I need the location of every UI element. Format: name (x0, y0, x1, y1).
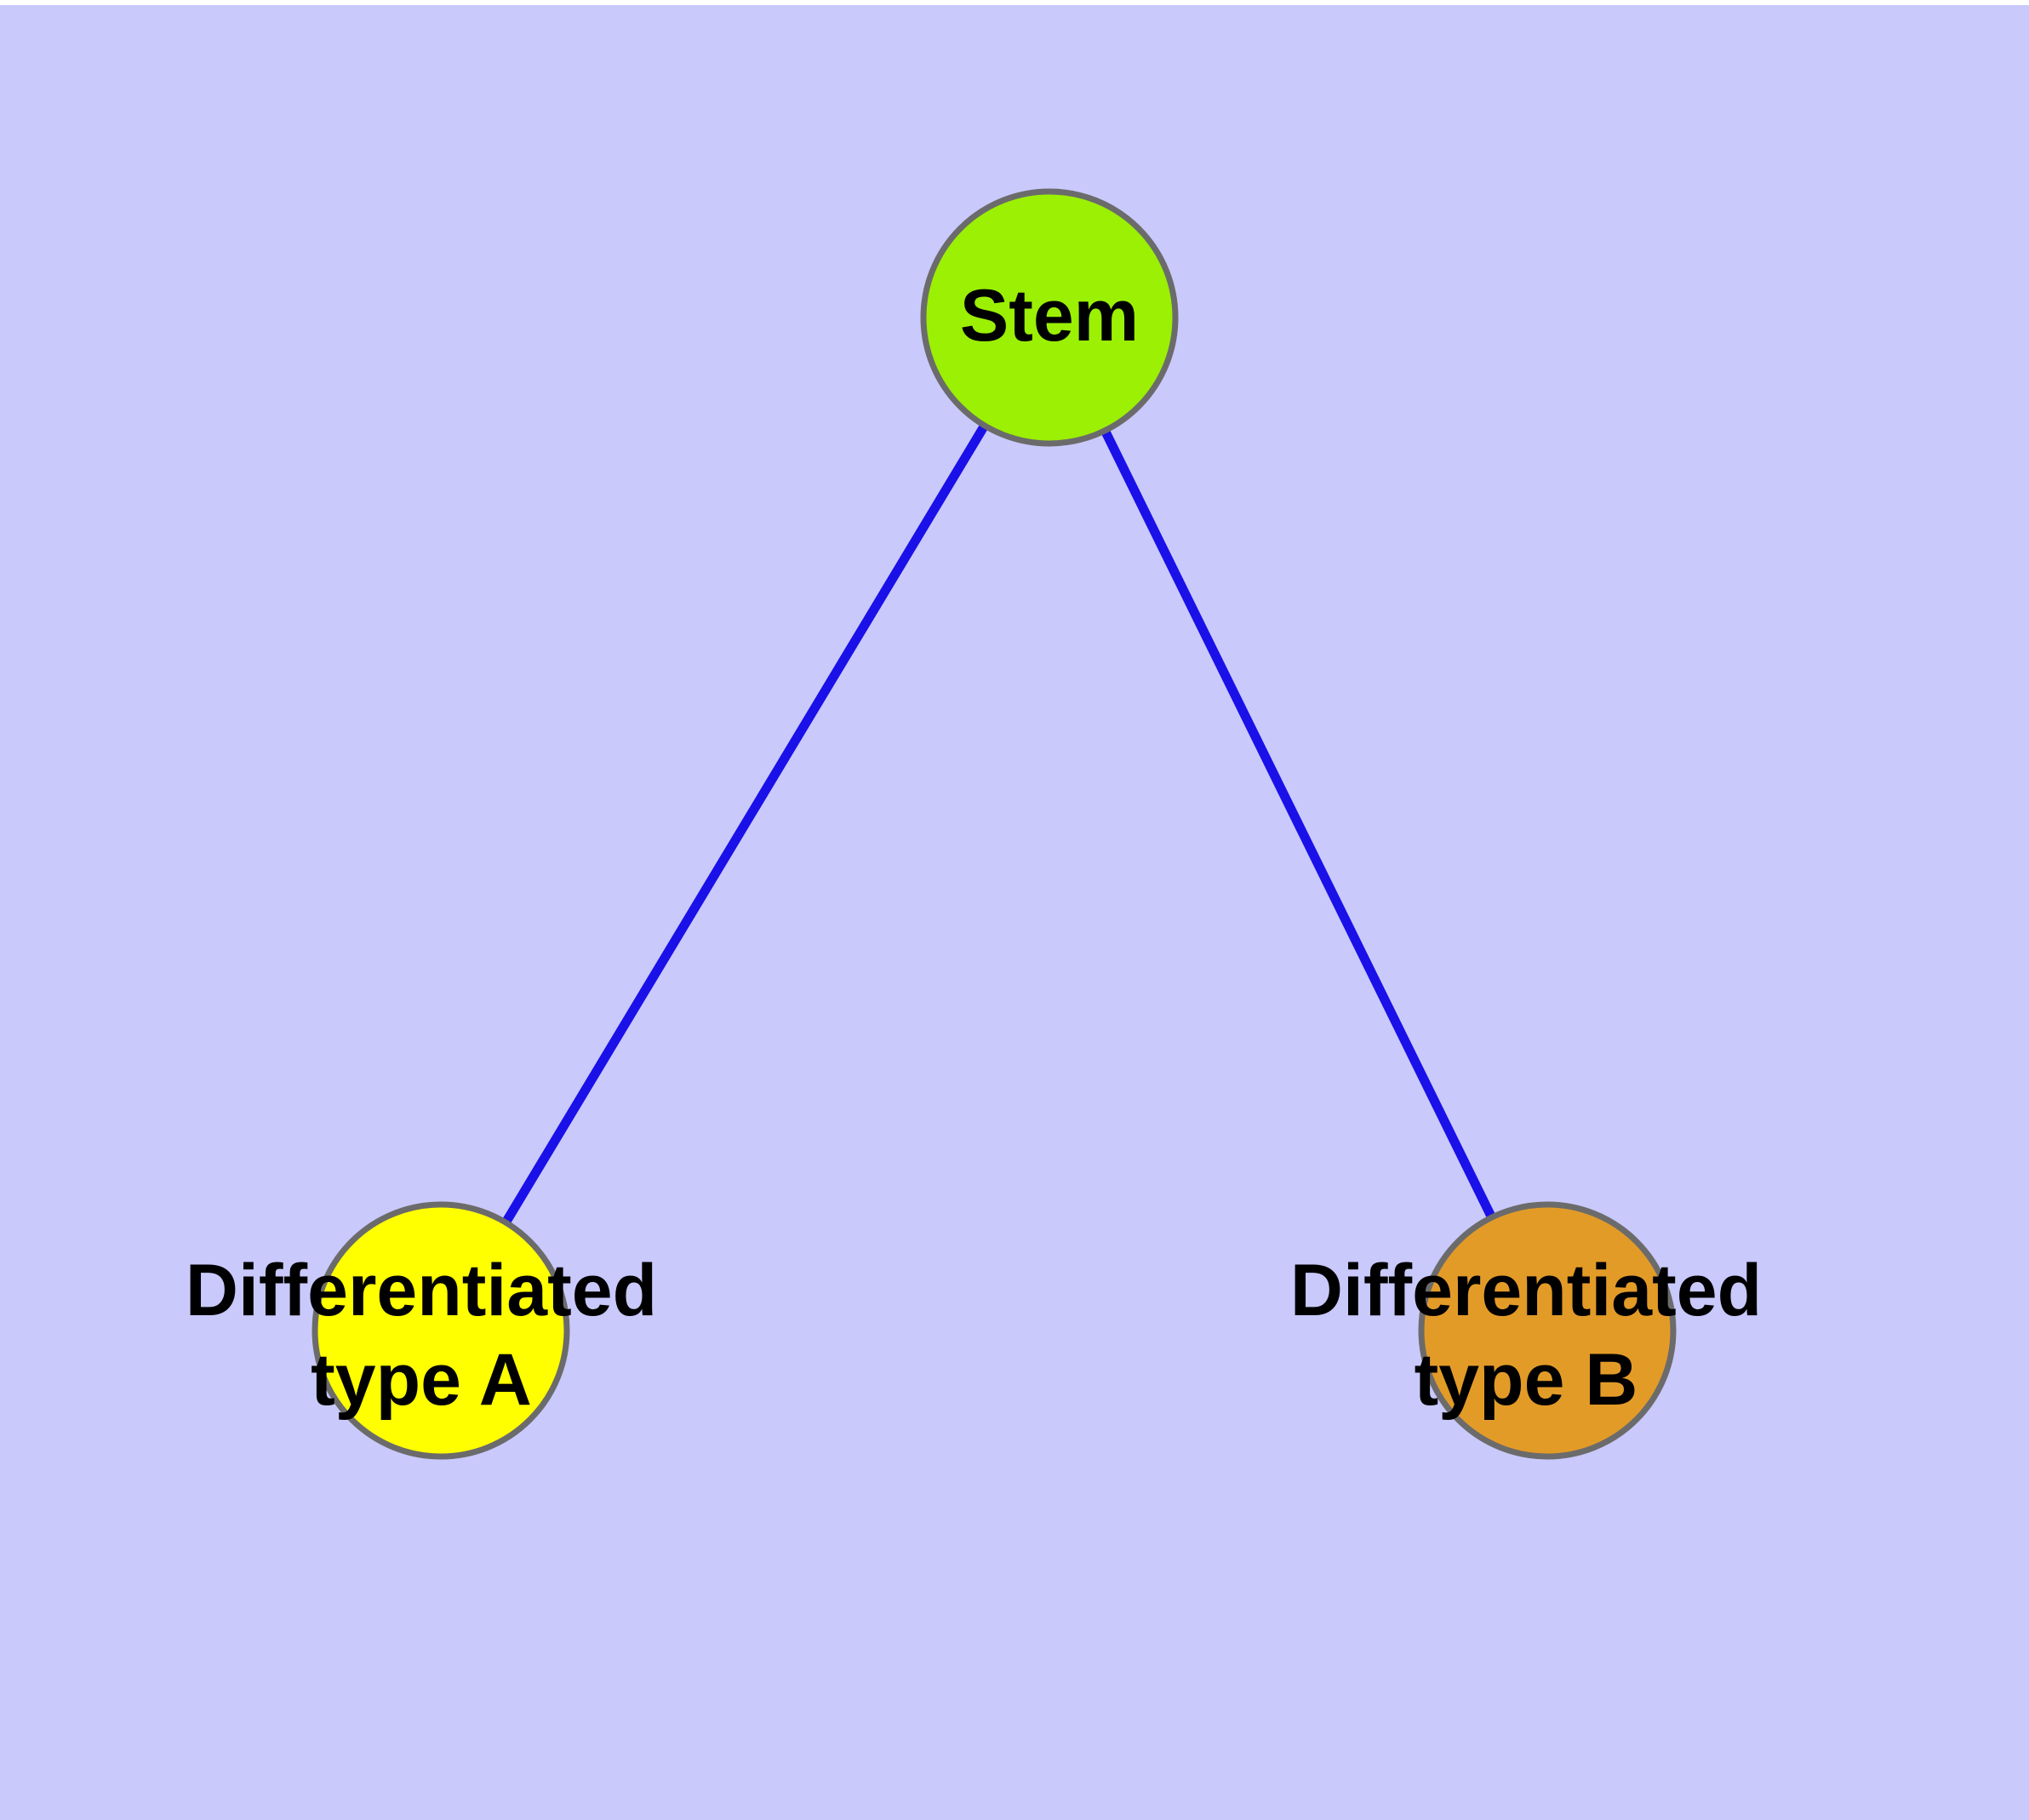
edge-stem-to-differentiated-b[interactable] (1045, 315, 1552, 1333)
top-white-strip (0, 0, 2029, 5)
node-differentiated-type-b-circle[interactable] (1418, 1201, 1677, 1460)
node-stem-label: Stem (960, 275, 1139, 357)
node-stem-circle[interactable] (920, 188, 1179, 447)
node-differentiated-type-a-circle[interactable] (311, 1201, 570, 1460)
nodes-layer (311, 188, 1677, 1460)
edges-layer (437, 315, 1552, 1333)
edge-stem-to-differentiated-a[interactable] (437, 315, 1054, 1333)
